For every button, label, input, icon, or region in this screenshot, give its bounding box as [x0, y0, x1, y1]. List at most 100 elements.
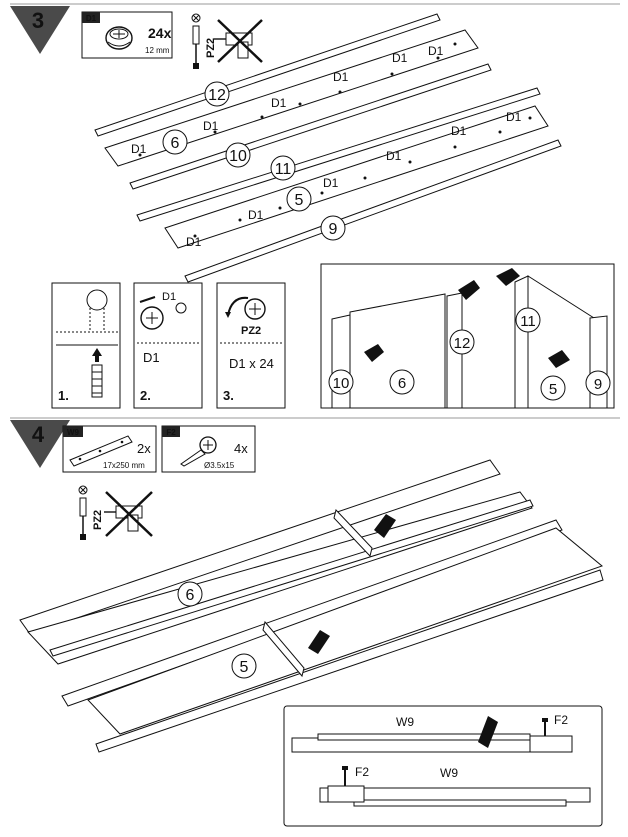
svg-text:5: 5 [295, 192, 304, 209]
step-badge [10, 420, 70, 468]
svg-text:6: 6 [171, 135, 180, 152]
step-4-panels [19, 459, 604, 753]
bottom-rail-assembly [319, 785, 591, 807]
tool-label: PZ2 [205, 38, 217, 58]
detail-label-11: 11 [515, 307, 541, 333]
dowel-bolt-icon [91, 348, 103, 398]
panel-6 [104, 29, 479, 167]
hand-icon [478, 716, 498, 748]
rail-bottom [95, 569, 604, 753]
panel-holes [138, 42, 532, 238]
screw-label: F2 [554, 713, 568, 727]
screw-icon [542, 718, 548, 736]
fitting-label: D1 [323, 176, 339, 190]
connector-w9 [262, 620, 305, 678]
part-code: F2 [166, 428, 176, 437]
panel-label-5: 5 [286, 186, 312, 212]
part-size: 17x250 mm [103, 461, 145, 470]
svg-text:9: 9 [594, 376, 602, 393]
substep-tag: D1 [162, 291, 176, 303]
screwdriver-turning-icon [225, 296, 266, 320]
step-3-exploded-view [94, 13, 562, 283]
power-drill-crossed-icon [104, 491, 153, 537]
step-number: 3 [32, 8, 44, 33]
svg-text:12: 12 [208, 87, 226, 104]
rail-top [19, 459, 501, 635]
screw-label: F2 [355, 765, 369, 779]
part-code: W9 [67, 428, 80, 437]
fitting-label: D1 [131, 142, 147, 156]
fitting-label: D1 [333, 70, 349, 84]
part-box-d1: D1 24x 12 mm [81, 11, 173, 59]
substep-1: 1. [51, 282, 121, 409]
svg-text:9: 9 [329, 221, 338, 238]
panel-label-11: 11 [270, 155, 296, 181]
step-4: 4 W9 2x 17x250 mm F2 4x Ø3.5x15 [10, 417, 620, 827]
screwdriver-icon [191, 13, 201, 69]
screw-icon [342, 766, 348, 786]
fitting-label: D1 [271, 96, 287, 110]
fitting-label: D1 [506, 110, 522, 124]
svg-text:10: 10 [229, 148, 247, 165]
tool-indicator: PZ2 [78, 485, 153, 540]
step-number: 4 [32, 422, 45, 447]
part-size: 12 mm [145, 46, 170, 55]
fitting-label: D1 [186, 235, 202, 249]
step-3-header: 3 [10, 3, 620, 54]
detail-label-10: 10 [328, 369, 354, 395]
screw-icon [180, 436, 217, 467]
part-qty: 2x [137, 441, 151, 456]
fitting-labels: D1 D1 D1 D1 D1 D1 D1 D1 D1 D1 D1 D1 [131, 44, 522, 249]
fitting-label: D1 [248, 208, 264, 222]
detail-label-6: 6 [389, 369, 415, 395]
detail-label: W9 [440, 766, 458, 780]
step-3: 3 D1 24x 12 mm [10, 3, 620, 409]
tool-label: PZ2 [92, 510, 104, 530]
hand-icon [364, 268, 570, 368]
panel-5 [87, 527, 604, 735]
part-box-w9: W9 2x 17x250 mm [62, 425, 157, 473]
part-size: Ø3.5x15 [204, 461, 235, 470]
substep-caption: D1 [143, 350, 160, 365]
fitting-label: D1 [451, 124, 467, 138]
svg-text:6: 6 [398, 375, 406, 392]
screwdriver-icon [78, 485, 88, 540]
substep-caption: D1 x 24 [229, 356, 274, 371]
connector-w9 [333, 508, 373, 558]
svg-text:12: 12 [454, 335, 471, 352]
svg-text:6: 6 [186, 587, 195, 604]
substep-index: 2. [140, 388, 151, 403]
svg-text:5: 5 [240, 659, 249, 676]
panel-label-10: 10 [225, 142, 251, 168]
rail-9 [184, 139, 562, 283]
step-4-header: 4 [10, 417, 620, 468]
rail-middle [61, 519, 563, 707]
connector-plate-icon [69, 435, 133, 467]
svg-text:11: 11 [520, 313, 536, 330]
assembled-detail-view: 10 6 12 11 5 9 [320, 263, 615, 409]
substep-3: PZ2 D1 x 24 3. [216, 282, 286, 409]
substep-index: 3. [223, 388, 234, 403]
detail-label-12: 12 [449, 329, 475, 355]
hand-icon [308, 514, 396, 654]
connector-detail-view: W9 F2 W9 F2 [283, 705, 603, 827]
rail-10 [129, 63, 492, 190]
fitting-label: D1 [386, 149, 402, 163]
panel-5 [164, 105, 549, 249]
part-box-f2: F2 4x Ø3.5x15 [161, 425, 256, 473]
power-drill-crossed-icon [214, 19, 263, 63]
substep-2: D1 D1 2. [133, 282, 203, 409]
panel-label-6: 6 [177, 581, 203, 607]
part-code: D1 [86, 14, 97, 23]
part-qty: 24x [148, 25, 172, 41]
cam-lock-icon [139, 296, 187, 330]
tool-indicator: PZ2 [191, 13, 263, 69]
detail-label-9: 9 [585, 370, 611, 396]
cam-lock-icon [86, 289, 108, 332]
panel-label-6: 6 [162, 129, 188, 155]
panel-label-9: 9 [320, 215, 346, 241]
step-badge [10, 6, 70, 54]
part-qty: 4x [234, 441, 248, 456]
substep-tool: PZ2 [241, 325, 261, 337]
